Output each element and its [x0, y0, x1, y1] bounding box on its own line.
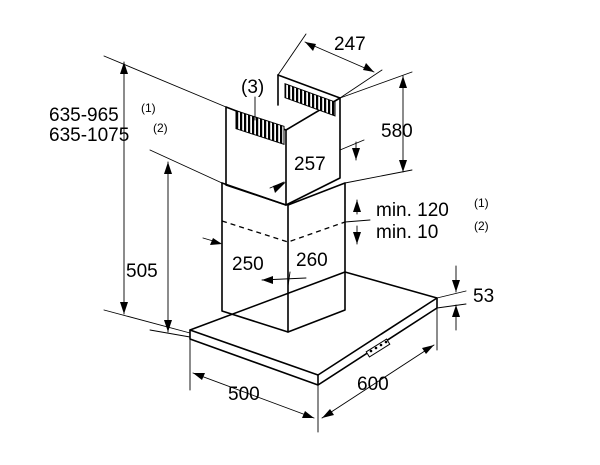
- lower-chimney-side-face: [287, 182, 346, 333]
- chimney-overlap-line: [221, 220, 346, 243]
- min-gap-label-1: min. 120: [376, 200, 449, 221]
- top-depth-dimension: [304, 41, 375, 73]
- overall-height-label-1: 635-965: [49, 105, 119, 126]
- overall-height-note-1: (1): [141, 101, 156, 115]
- overall-height-label-2: 635-1075: [49, 125, 129, 146]
- lower-height-label: 505: [126, 261, 158, 282]
- lower-chimney-top: [221, 182, 287, 206]
- canopy-width-label: 500: [228, 384, 260, 405]
- canopy-front-edge: [189, 297, 438, 386]
- upper-chimney-side-face: [285, 97, 341, 206]
- dimension-lines: [103, 33, 467, 433]
- canopy-depth-label: 600: [357, 374, 389, 395]
- upper-chimney-part-label: (3): [241, 77, 264, 98]
- canopy-depth-dimension: [321, 344, 435, 419]
- min-gap-note-2: (2): [474, 219, 489, 233]
- chimney-depth-top-label: 247: [334, 34, 366, 55]
- chimney-width-label: 250: [232, 254, 264, 275]
- min-gap-note-1: (1): [474, 196, 489, 210]
- upper-chimney-back-top: [277, 74, 341, 99]
- min-gap-label-2: min. 10: [376, 222, 438, 243]
- front-vent-grille: [235, 110, 285, 145]
- chimney-height-label: 580: [381, 121, 413, 142]
- canopy-thickness-label: 53: [473, 286, 494, 307]
- canopy-top: [189, 271, 438, 376]
- canopy-width-dimension: [192, 372, 315, 419]
- lower-chimney-front-face: [221, 182, 289, 333]
- overall-height-note-2: (2): [153, 121, 168, 135]
- chimney-inner-depth-label: 257: [294, 154, 326, 175]
- dimension-labels: 635-965 (1) 635-1075 (2) (3) 247 580 257…: [49, 34, 494, 405]
- rear-vent-grille: [284, 83, 336, 117]
- control-panel: [365, 338, 391, 358]
- chimney-depth-label: 260: [296, 250, 328, 271]
